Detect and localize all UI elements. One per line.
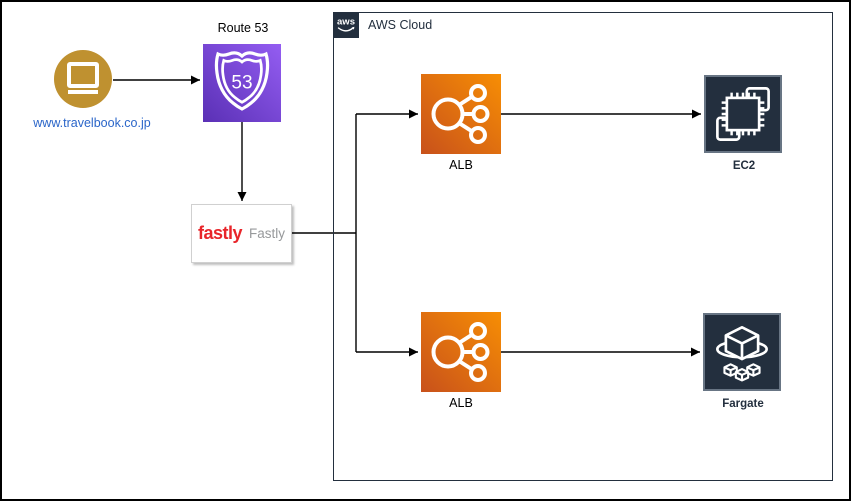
fastly-label: Fastly: [249, 226, 286, 241]
ec2-chip-icon: [716, 87, 770, 141]
svg-text:aws: aws: [337, 16, 355, 27]
svg-text:53: 53: [231, 73, 252, 94]
ec2-node: [704, 75, 782, 153]
ec2-label: EC2: [732, 160, 756, 172]
fastly-logo: fastly: [197, 223, 243, 243]
load-balancer-icon: [431, 84, 490, 144]
fargate-node: [703, 313, 781, 391]
website-node: [54, 50, 112, 108]
load-balancer-icon: [431, 322, 490, 382]
route53-shield-icon: 53: [214, 51, 270, 111]
fargate-label: Fargate: [722, 398, 764, 410]
aws-cloud-group: aws AWS Cloud: [332, 11, 833, 481]
route53-label: Route 53: [217, 21, 269, 35]
alb-bottom-label: ALB: [449, 396, 473, 410]
website-browser-icon: [54, 50, 112, 108]
aws-logo-icon: aws: [332, 11, 359, 38]
fastly-node: fastly Fastly: [191, 204, 292, 263]
aws-cloud-label: AWS Cloud: [368, 18, 433, 32]
route53-node: 53: [203, 44, 281, 122]
alb-bottom-node: [421, 312, 501, 392]
website-label: www.travelbook.co.jp: [33, 116, 151, 130]
alb-top-label: ALB: [449, 158, 473, 172]
alb-top-node: [421, 74, 501, 154]
fargate-cubes-icon: [716, 326, 768, 382]
